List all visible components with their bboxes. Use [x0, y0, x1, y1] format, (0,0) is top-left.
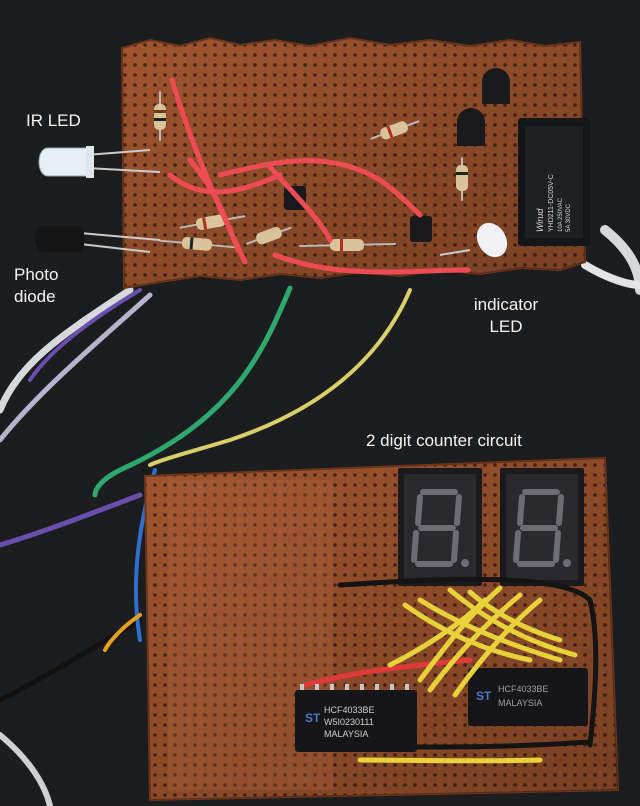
ic-right-part: HCF4033BE	[498, 684, 549, 694]
ic-left-origin: MALAYSIA	[324, 729, 368, 739]
ic-left-part: HCF4033BE	[324, 705, 375, 715]
top-board	[120, 36, 587, 290]
relay-brand: Wirud	[535, 208, 545, 232]
ir-led-label: IR LED	[26, 111, 81, 130]
seven-segment-display-left	[398, 468, 482, 586]
photo-diode	[35, 226, 161, 253]
ic-right-origin: MALAYSIA	[498, 698, 542, 708]
svg-text:ST: ST	[476, 689, 492, 703]
resistors	[154, 91, 468, 251]
ic-counter-right: ST HCF4033BE MALAYSIA	[468, 668, 588, 726]
indicator-led-label: indicator LED	[473, 295, 539, 336]
relay-model: YHD211-DC05V-C	[548, 174, 555, 232]
ic-left-code: W5I0230111	[324, 717, 374, 727]
relay-rating-dc: 5A 30VDC	[566, 203, 572, 232]
red-wires	[167, 77, 471, 275]
ic-counter-left: ST HCF4033BE W5I0230111 MALAYSIA	[295, 684, 417, 752]
counter-circuit-label: 2 digit counter circuit	[366, 431, 522, 450]
svg-text:ST: ST	[305, 711, 321, 725]
indicator-led	[439, 222, 508, 258]
yellow-wires	[357, 585, 578, 764]
ir-led	[38, 146, 161, 178]
seven-segment-display-right	[500, 468, 584, 586]
relay-rating-ac: 10A 250VAC	[558, 197, 564, 232]
photo-diode-label: Photo diode	[14, 265, 59, 306]
relay: Wirud YHD211-DC05V-C 10A 250VAC 5A 30VDC	[518, 118, 590, 246]
